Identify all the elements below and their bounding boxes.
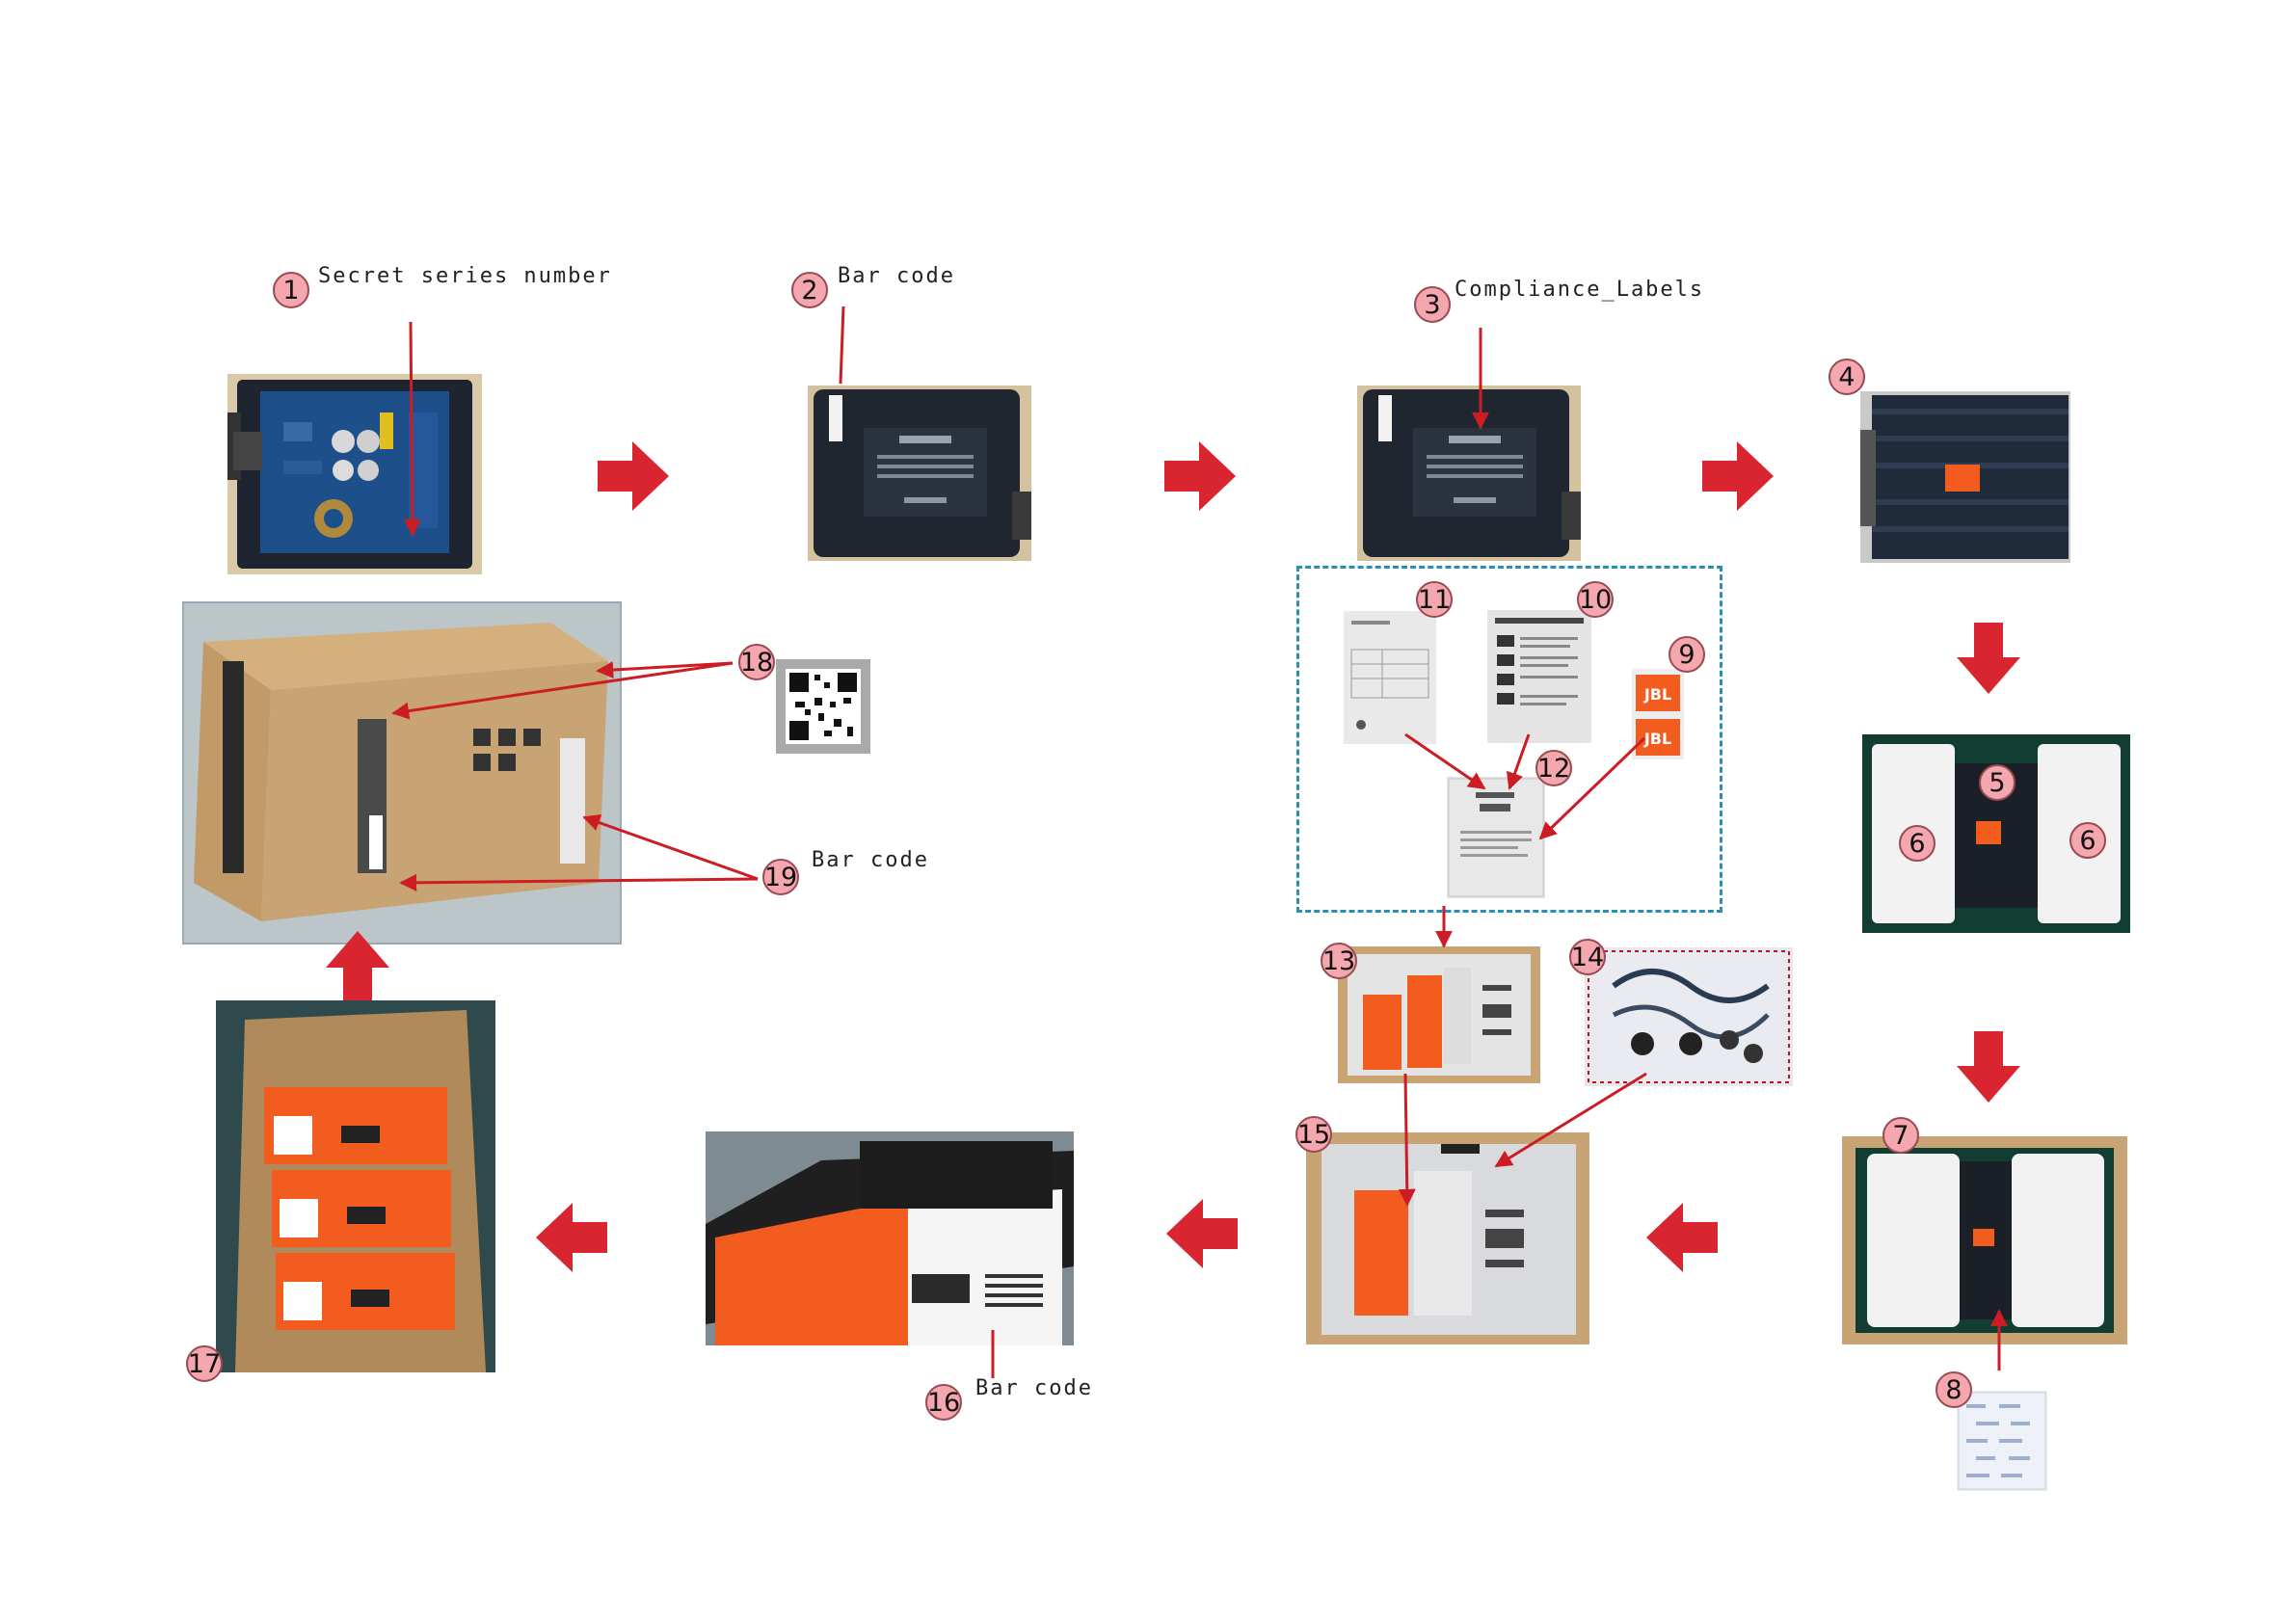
- step-badge-11: 11: [1416, 581, 1453, 618]
- step-badge-2: 2: [791, 272, 828, 308]
- step-badge-12: 12: [1535, 750, 1572, 786]
- bagged-documents-photo: [1338, 946, 1540, 1083]
- step-badge-3: 3: [1414, 286, 1451, 323]
- flow-arrow-right-3: [1702, 441, 1774, 511]
- step-badge-8: 8: [1936, 1371, 1972, 1408]
- accessories-in-box-photo: [1306, 1132, 1589, 1344]
- amplifier-bottom-photo: [808, 386, 1031, 561]
- svg-text:JBL: JBL: [1643, 730, 1671, 748]
- step-badge-17: 17: [186, 1345, 223, 1382]
- step-badge-14: 14: [1569, 939, 1606, 975]
- step-badge-4: 4: [1829, 359, 1865, 395]
- step-badge-10: 10: [1577, 581, 1614, 618]
- step-badge-18: 18: [738, 644, 775, 680]
- warranty-card-photo: [1344, 611, 1436, 744]
- step-2-label: Bar code: [838, 264, 955, 288]
- flow-arrow-right-2: [1164, 441, 1236, 511]
- flow-arrow-left-1: [1646, 1203, 1718, 1272]
- document-bag-photo: [1447, 777, 1545, 898]
- flow-arrow-down-2: [1957, 1031, 2020, 1103]
- step-3-label: Compliance_Labels: [1455, 278, 1704, 302]
- desiccant-bag-photo: [1957, 1391, 2047, 1491]
- flow-arrow-right-1: [598, 441, 669, 511]
- step-badge-6-left: 6: [1899, 825, 1936, 862]
- step-badge-16: 16: [925, 1384, 962, 1421]
- quick-start-guide-photo: [1487, 610, 1591, 743]
- step-badge-15: 15: [1295, 1116, 1332, 1153]
- jbl-stickers-photo: JBL JBL: [1632, 669, 1684, 759]
- step-16-label: Bar code: [975, 1376, 1093, 1400]
- step-badge-7: 7: [1882, 1117, 1919, 1154]
- master-carton-open-photo: [216, 1000, 495, 1372]
- amplifier-bottom-label-photo: [1357, 386, 1581, 561]
- qr-code-photo: [776, 659, 870, 754]
- pointer-line-2: [841, 306, 843, 384]
- flow-arrow-left-2: [1166, 1199, 1238, 1268]
- amplifier-top-photo: [1860, 391, 2070, 563]
- bagged-cables-photo: [1585, 947, 1793, 1086]
- svg-text:JBL: JBL: [1643, 685, 1671, 704]
- step-badge-1: 1: [273, 272, 309, 308]
- step-badge-9: 9: [1669, 636, 1705, 673]
- master-carton-closed-photo: [182, 601, 622, 945]
- step-badge-5: 5: [1979, 764, 2016, 801]
- step-19-label: Bar code: [812, 848, 929, 872]
- step-badge-6-right: 6: [2069, 822, 2106, 859]
- amplifier-in-box-photo: [1842, 1136, 2127, 1344]
- flow-arrow-left-3: [536, 1203, 607, 1272]
- retail-box-photo: [706, 1131, 1074, 1345]
- amplifier-open-pcb-photo: [227, 374, 482, 574]
- step-badge-13: 13: [1321, 943, 1357, 979]
- step-1-label: Secret series number: [318, 264, 612, 288]
- step-badge-19: 19: [762, 859, 799, 895]
- flow-arrow-down-1: [1957, 623, 2020, 694]
